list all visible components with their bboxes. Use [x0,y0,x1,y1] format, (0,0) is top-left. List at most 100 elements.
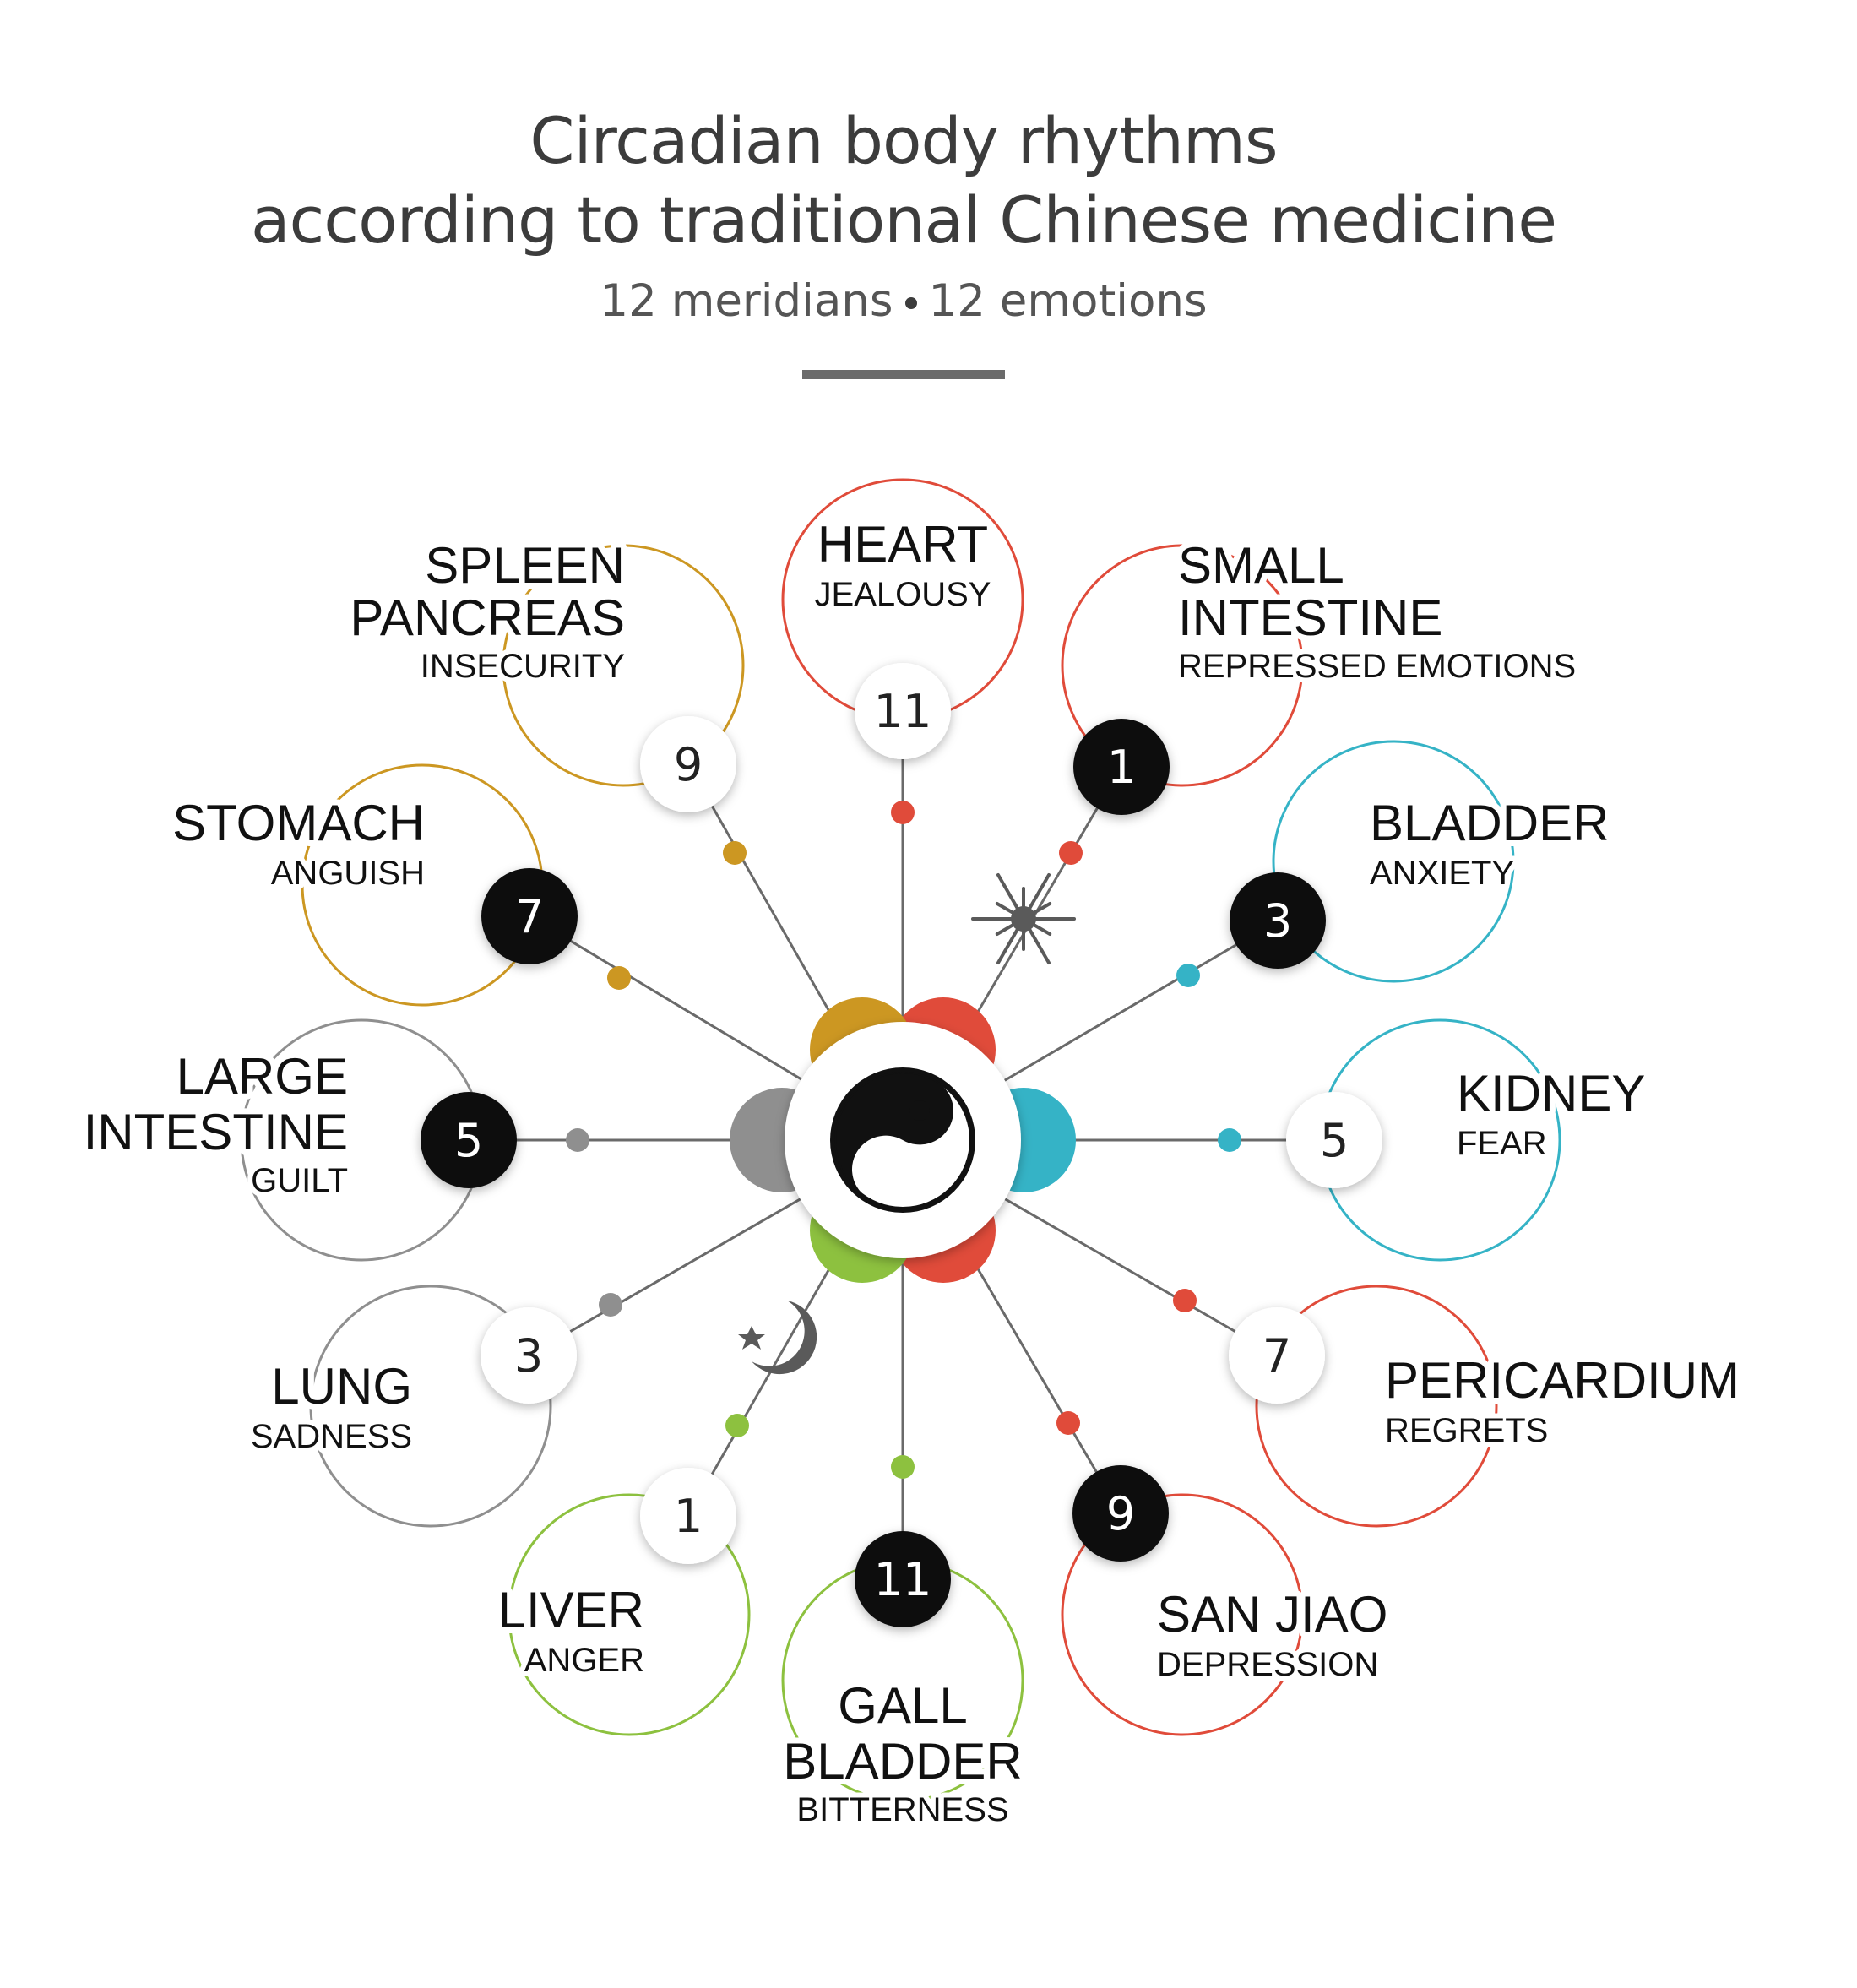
hour-badge [481,868,578,964]
meridian-emotion: BITTERNESS [796,1791,1008,1828]
hour-label: 3 [514,1329,543,1382]
meridian-name: STOMACH [172,795,425,851]
decor-layer [738,873,1076,1375]
spoke-dot [607,966,631,990]
hour-badge [1073,719,1170,815]
title-block: Circadian body rhythms according to trad… [0,101,1807,327]
meridian-name: SMALL [1178,537,1344,594]
hour-badge [1072,1465,1169,1562]
meridian-name: INTESTINE [84,1104,348,1160]
meridian-name: GALL [838,1677,967,1734]
meridian-name: SAN JIAO [1157,1586,1387,1643]
hour-label: 9 [674,738,703,791]
moon-star-icon [738,1301,817,1375]
hour-label: 3 [1263,894,1292,948]
hour-badge [1286,1092,1382,1188]
title-line-1: Circadian body rhythms [529,103,1278,178]
sun-core [1011,906,1036,932]
yin-yang-ring [834,1072,971,1209]
spoke-dot [1176,964,1200,987]
hour-label: 5 [454,1114,483,1167]
sun-icon [971,873,1076,964]
meridian-ring [1061,544,1304,787]
hour-badge [855,1531,951,1627]
meridian-emotion: FEAR [1457,1125,1547,1162]
meridian-ring [502,544,745,787]
meridian-emotion: SADNESS [251,1418,412,1455]
meridian-emotion: ANXIETY [1370,855,1514,892]
yin-yang-icon [830,1067,975,1213]
meridian-ring [1061,1493,1304,1736]
spoke-dot [891,801,915,824]
hour-label: 11 [874,685,932,738]
spoke-dot [891,1455,915,1479]
meridian-ring [1255,1285,1498,1528]
hour-badge [481,1307,577,1404]
title-divider [802,370,1005,379]
spoke-dot [1059,841,1083,865]
meridian-name: PERICARDIUM [1385,1352,1740,1409]
spoke-dot [1218,1128,1241,1152]
meridian-emotion: GUILT [251,1162,348,1199]
hour-label: 9 [1106,1487,1135,1540]
meridian-ring [1272,740,1515,983]
meridian-emotion: REPRESSED EMOTIONS [1178,648,1576,685]
meridian-name: INTESTINE [1178,589,1442,646]
hour-badge [421,1092,517,1188]
hour-label: 5 [1320,1114,1349,1167]
hour-badge [1230,872,1326,969]
hour-label: 11 [874,1553,932,1606]
hour-label: 7 [1262,1329,1291,1382]
hour-label: 7 [515,890,544,943]
meridian-emotion: ANGUISH [271,855,425,892]
meridian-name: KIDNEY [1457,1065,1645,1122]
meridian-rings-layer [240,478,1561,1802]
hour-badge [640,716,736,812]
meridian-emotion: REGRETS [1385,1412,1548,1449]
hour-badge [855,663,951,759]
meridian-ring [309,1285,552,1528]
meridian-label: BLADDER ANXIETY [1364,789,1615,897]
spoke-dot [599,1293,622,1317]
meridian-emotion: JEALOUSY [815,576,991,613]
hour-badge [1229,1307,1325,1404]
moon-crescent [752,1301,817,1375]
meridian-name: HEART [817,516,988,573]
yin-yang-dot-light [876,1160,896,1180]
bullet-dot-icon [904,297,917,310]
spoke-dot [566,1128,589,1152]
hour-label: 1 [1107,741,1136,794]
center-hub [785,1022,1021,1258]
meridian-emotion: INSECURITY [421,648,625,685]
meridian-emotion: ANGER [524,1642,644,1679]
spoke-dot [1173,1289,1197,1312]
moon-star [738,1326,765,1350]
hour-label: 1 [674,1490,703,1543]
subtitle-meridians: 12 meridians [600,275,893,327]
hour-badge [640,1468,736,1564]
spoke-dot [723,841,747,865]
meridian-name: LARGE [176,1048,348,1105]
meridian-name: LUNG [271,1358,412,1415]
meridian-label: STOMACH ANGUISH [166,789,431,897]
meridian-name: BLADDER [1370,795,1609,851]
spoke-dot [1056,1411,1080,1435]
meridian-name: PANCREAS [350,589,625,646]
meridian-emotion: DEPRESSION [1157,1646,1378,1683]
spoke-dot [725,1414,749,1437]
meridian-name: SPLEEN [425,537,625,594]
